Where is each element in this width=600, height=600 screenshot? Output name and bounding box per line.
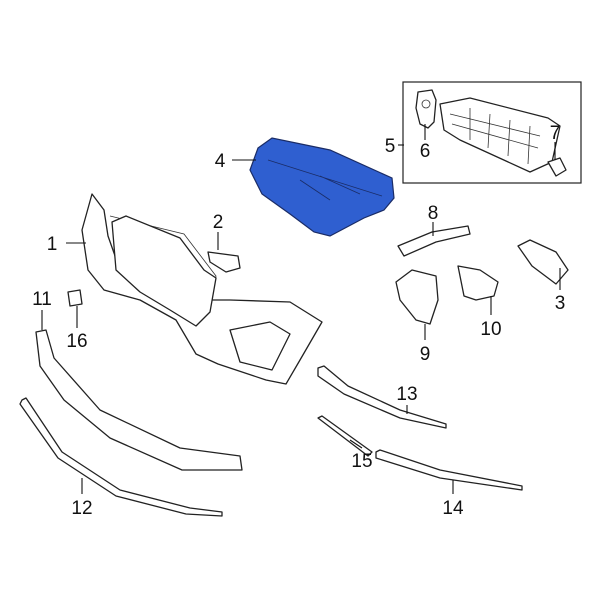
callout-4: 4 — [215, 151, 226, 172]
callout-14: 14 — [442, 498, 464, 519]
part-outline — [111, 215, 217, 327]
part-outline — [449, 108, 541, 165]
part-outline — [415, 89, 437, 129]
callout-16: 16 — [66, 331, 87, 352]
callout-10: 10 — [480, 319, 501, 340]
callout-5: 5 — [385, 136, 396, 157]
callout-labels: 1 2 3 4 5 6 7 8 9 10 11 12 13 14 15 16 — [32, 123, 565, 519]
part-13-trim-strip — [317, 365, 447, 429]
part-1-bumper-cover — [81, 193, 323, 385]
part-8-bracket — [397, 225, 471, 257]
callout-1: 1 — [47, 234, 58, 255]
part-9-bracket — [395, 269, 439, 325]
callout-6: 6 — [420, 141, 431, 162]
part-4-ribs — [267, 159, 383, 201]
part-5-bracket — [439, 97, 561, 173]
part-4-highlighted[interactable] — [249, 137, 395, 237]
part-outline — [421, 99, 431, 109]
callout-2: 2 — [213, 212, 224, 233]
callout-3: 3 — [555, 293, 566, 314]
part-15-trim-strip — [317, 415, 373, 457]
part-2-bracket — [207, 251, 241, 273]
callout-13: 13 — [396, 384, 417, 405]
part-outline — [229, 321, 291, 371]
part-3-bracket — [517, 239, 569, 285]
part-7-clip — [547, 157, 567, 177]
callout-11: 11 — [32, 289, 52, 310]
callout-15: 15 — [351, 451, 372, 472]
part-10-bracket — [457, 265, 499, 301]
callout-7: 7 — [550, 123, 561, 144]
inset-box-5 — [402, 81, 582, 184]
part-16-cap — [67, 289, 83, 307]
callout-12: 12 — [71, 498, 92, 519]
part-6-clip — [415, 89, 437, 129]
part-11-lower-valance — [35, 329, 243, 471]
leader-line — [349, 439, 363, 449]
part-12-trim-strip — [19, 397, 223, 517]
callout-9: 9 — [420, 344, 431, 365]
part-14-trim-strip — [375, 449, 523, 491]
part-outline — [439, 97, 561, 173]
callout-8: 8 — [428, 203, 439, 224]
